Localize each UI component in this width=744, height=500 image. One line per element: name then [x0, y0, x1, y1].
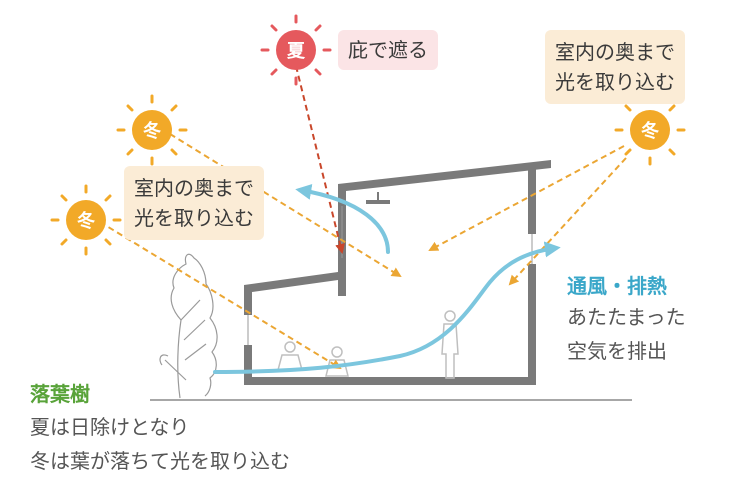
winter-sun-label-1: 冬 — [143, 120, 161, 142]
ventilation-description: あたたまった 空気を排出 — [567, 305, 686, 363]
winter-ray-right-upper — [428, 145, 625, 251]
tree-title: 落葉樹 — [30, 382, 90, 406]
winter-ray-right-lower — [508, 157, 627, 286]
airflow-main — [213, 241, 561, 374]
ventilation-title: 通風・排熱 — [567, 274, 667, 298]
winter-sun-label-3: 冬 — [641, 120, 659, 142]
winter-sun-icon-1 — [116, 94, 188, 166]
winter-ray-left-low — [99, 221, 342, 370]
winter-sun-icon-2 — [50, 184, 122, 256]
summer-sun-label: 夏 — [287, 41, 306, 62]
bring-light-label-left: 室内の奥まで 光を取り込む — [124, 166, 264, 240]
deciduous-tree — [159, 253, 218, 399]
winter-ray-left-high — [169, 133, 402, 278]
airflow-upper — [295, 183, 390, 254]
summer-sun-icon — [260, 14, 332, 86]
sun-rays — [99, 65, 627, 370]
house-section — [244, 160, 551, 385]
winter-sun-label-2: 冬 — [77, 210, 95, 232]
airflow-arrows — [213, 183, 561, 374]
winter-sun-icon-3 — [614, 94, 686, 166]
bring-light-label-right: 室内の奥まで 光を取り込む — [545, 30, 685, 104]
eaves-label: 庇で遮る — [338, 30, 438, 70]
summer-ray — [295, 65, 345, 254]
tree-description: 夏は日除けとなり 冬は葉が落ちて光を取り込む — [30, 415, 290, 473]
